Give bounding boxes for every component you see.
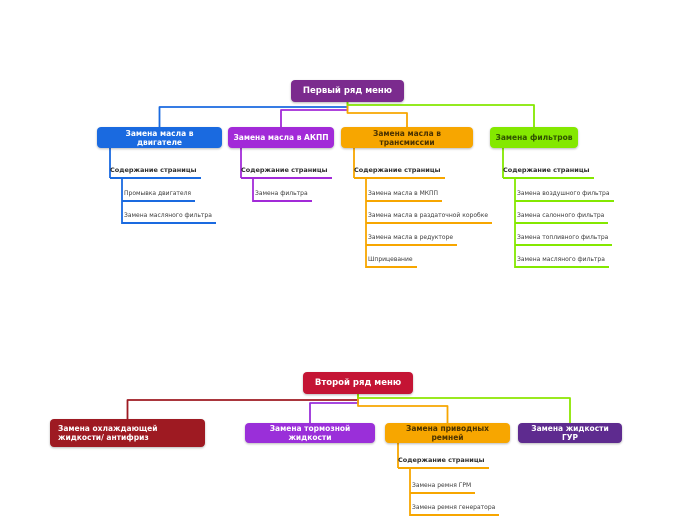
branch-node-engine-oil[interactable]: Замена масла в двигателе <box>97 127 222 148</box>
connector-line <box>158 102 349 127</box>
root-node-second-row[interactable]: Второй ряд меню <box>303 372 413 394</box>
connector-line <box>309 394 359 423</box>
branch-node-coolant[interactable]: Замена охлаждающей жидкости/ антифриз <box>50 419 205 447</box>
branch-node-akpp-oil[interactable]: Замена масла в АКПП <box>228 127 334 148</box>
connector-line <box>346 102 408 127</box>
child-node[interactable]: Шприцевание <box>366 255 417 268</box>
section-node[interactable]: Содержание страницы <box>241 165 332 179</box>
branch-node-transmission-oil[interactable]: Замена масла в трансмиссии <box>341 127 473 148</box>
child-node[interactable]: Замена масляного фильтра <box>122 211 216 224</box>
connector-line <box>357 394 571 423</box>
connector-line <box>357 394 449 423</box>
section-node[interactable]: Содержание страницы <box>398 455 489 469</box>
child-node[interactable]: Замена салонного фильтра <box>515 211 609 224</box>
child-node[interactable]: Замена фильтра <box>253 189 312 202</box>
child-node[interactable]: Промывка двигателя <box>122 189 196 202</box>
child-node[interactable]: Замена топливного фильтра <box>515 233 613 246</box>
branch-node-drive-belts[interactable]: Замена приводных ремней <box>385 423 510 443</box>
child-node[interactable]: Замена масла в МКПП <box>366 189 443 202</box>
child-node[interactable]: Замена масляного фильтра <box>515 255 609 268</box>
child-node[interactable]: Замена масла в редукторе <box>366 233 458 246</box>
section-node[interactable]: Содержание страницы <box>110 165 201 179</box>
connector-line <box>280 102 349 127</box>
child-node[interactable]: Замена ремня генератора <box>410 503 500 516</box>
branch-node-filters[interactable]: Замена фильтров <box>490 127 578 148</box>
connector-line <box>346 102 535 127</box>
section-node[interactable]: Содержание страницы <box>503 165 594 179</box>
root-node-first-row[interactable]: Первый ряд меню <box>291 80 404 102</box>
branch-node-gur-fluid[interactable]: Замена жидкости ГУР <box>518 423 622 443</box>
section-node[interactable]: Содержание страницы <box>354 165 445 179</box>
child-node[interactable]: Замена воздушного фильтра <box>515 189 614 202</box>
connector-line <box>126 394 359 419</box>
child-node[interactable]: Замена масла в раздаточной коробке <box>366 211 493 224</box>
branch-node-brake-fluid[interactable]: Замена тормозной жидкости <box>245 423 375 443</box>
child-node[interactable]: Замена ремня ГРМ <box>410 481 476 494</box>
